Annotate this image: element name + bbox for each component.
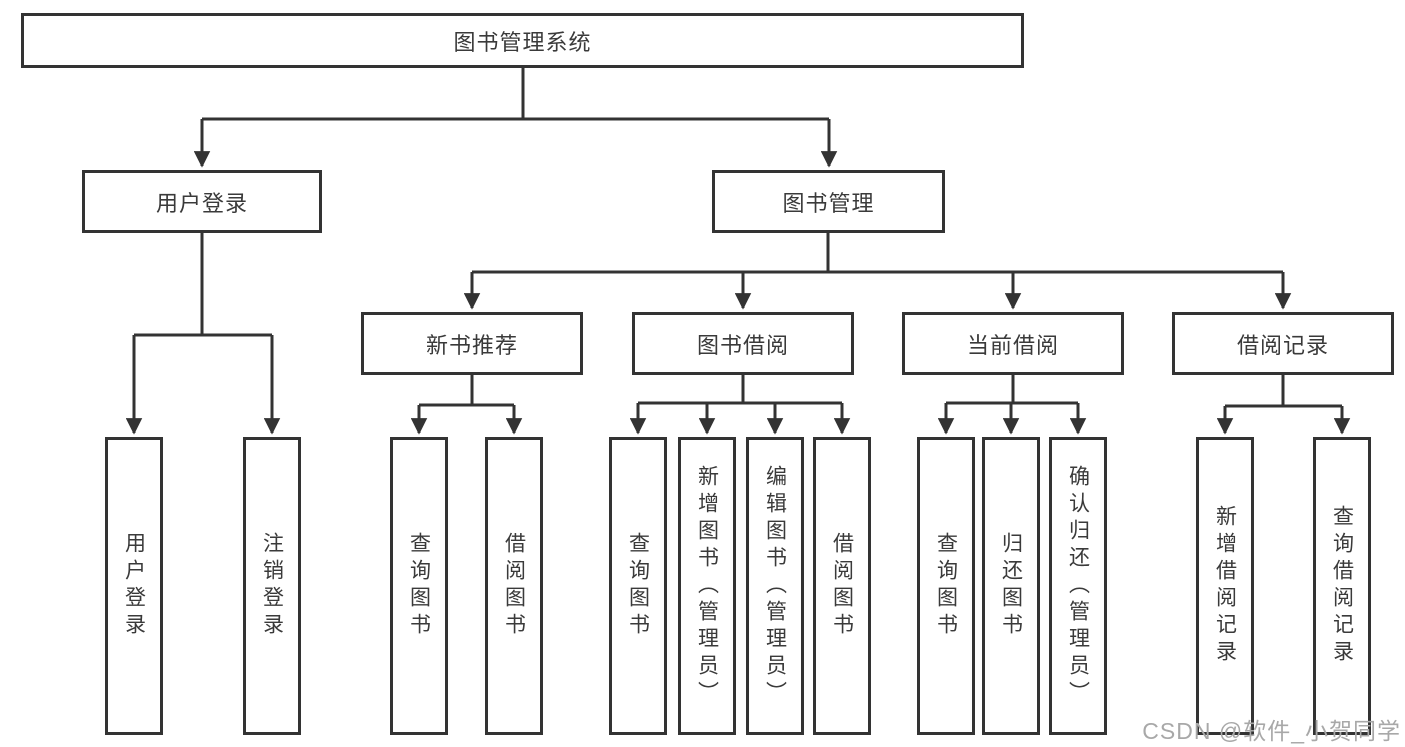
node-book-borrow-label: 图书借阅 [696,332,789,358]
leaf-edit-books-admin-label: 编辑图书（管理员） [763,464,787,708]
leaf-return-books-label: 归还图书 [999,532,1023,640]
leaf-confirm-return-admin: 确认归还（管理员） [1049,437,1107,735]
node-current-borrow-label: 当前借阅 [966,332,1059,358]
leaf-add-borrow-record: 新增借阅记录 [1196,437,1254,735]
node-borrow-records-label: 借阅记录 [1236,332,1329,358]
leaf-logout-label: 注销登录 [260,532,284,640]
leaf-query-books-recommend-label: 查询图书 [407,532,431,640]
node-new-book-recommend: 新书推荐 [361,312,583,375]
connector-recommend-split [419,375,514,407]
node-borrow-records: 借阅记录 [1172,312,1394,375]
leaf-borrow-books-recommend: 借阅图书 [485,437,543,735]
leaf-add-borrow-record-label: 新增借阅记录 [1213,505,1237,667]
leaf-query-borrow-record-label: 查询借阅记录 [1330,505,1354,667]
node-book-management: 图书管理 [712,170,945,233]
leaf-query-books-borrow: 查询图书 [609,437,667,735]
leaf-query-books-borrow-label: 查询图书 [626,532,650,640]
connector-records-split [1225,375,1342,408]
node-root-label: 图书管理系统 [453,29,592,55]
leaf-add-books-admin: 新增图书（管理员） [678,437,736,735]
connector-current-split [946,375,1078,405]
node-book-borrow: 图书借阅 [632,312,854,375]
leaf-borrow-books-recommend-label: 借阅图书 [502,532,526,640]
connector-borrow-split [638,375,842,405]
node-new-book-recommend-label: 新书推荐 [425,332,518,358]
leaf-query-books-current-label: 查询图书 [934,532,958,640]
leaf-return-books: 归还图书 [982,437,1040,735]
leaf-query-borrow-record: 查询借阅记录 [1313,437,1371,735]
node-user-login-label: 用户登录 [155,190,248,216]
leaf-edit-books-admin: 编辑图书（管理员） [746,437,804,735]
connector-book-management-split [472,233,1283,274]
leaf-borrow-books-borrow-label: 借阅图书 [830,532,854,640]
connector-user-login-split [134,233,272,337]
connector-root-split [202,68,829,121]
leaf-confirm-return-admin-label: 确认归还（管理员） [1066,464,1090,708]
leaf-query-books-recommend: 查询图书 [390,437,448,735]
leaf-query-books-current: 查询图书 [917,437,975,735]
node-user-login: 用户登录 [82,170,322,233]
node-root: 图书管理系统 [21,13,1024,68]
leaf-logout: 注销登录 [243,437,301,735]
leaf-user-login: 用户登录 [105,437,163,735]
node-book-management-label: 图书管理 [782,190,875,216]
leaf-add-books-admin-label: 新增图书（管理员） [695,464,719,708]
leaf-borrow-books-borrow: 借阅图书 [813,437,871,735]
node-current-borrow: 当前借阅 [902,312,1124,375]
leaf-user-login-label: 用户登录 [122,532,146,640]
csdn-watermark: CSDN @软件_小贺同学 [1142,718,1401,744]
